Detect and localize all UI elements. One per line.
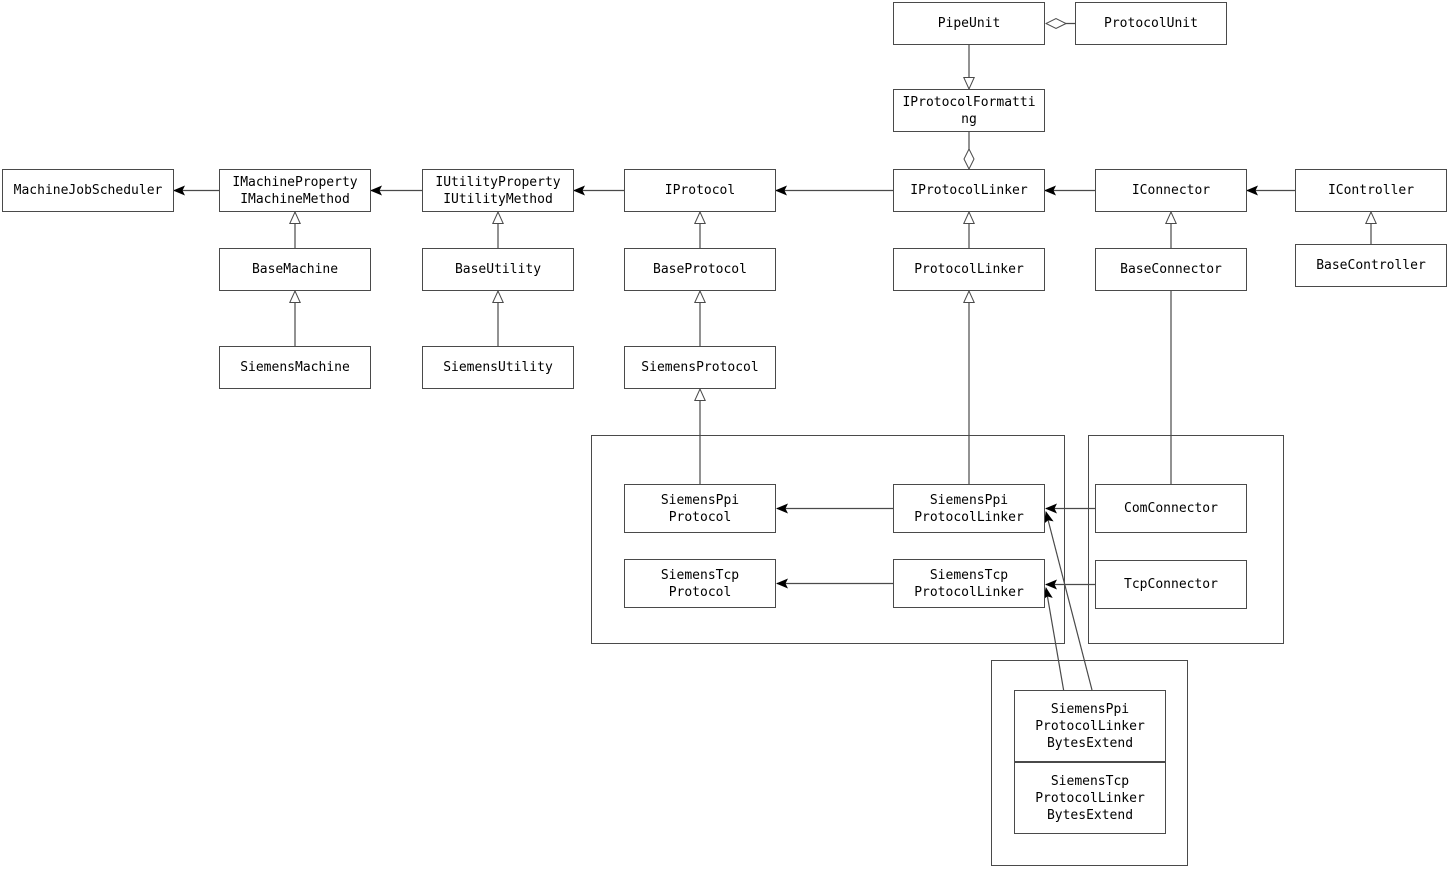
class-node-baseprotocol[interactable]: BaseProtocol [624,248,776,291]
class-node-siemenstcpprotocol[interactable]: SiemensTcp Protocol [624,559,776,608]
class-node-iprotocolformatting[interactable]: IProtocolFormatti ng [893,89,1045,132]
class-node-siemensppiprotocollinker[interactable]: SiemensPpi ProtocolLinker [893,484,1045,533]
class-node-machinejobscheduler[interactable]: MachineJobScheduler [2,169,174,212]
class-node-comconnector[interactable]: ComConnector [1095,484,1247,533]
class-node-siemensprotocol[interactable]: SiemensProtocol [624,346,776,389]
class-node-siemenstcpprotocollinkerbytesextend[interactable]: SiemensTcp ProtocolLinker BytesExtend [1014,762,1166,834]
class-node-protocolunit[interactable]: ProtocolUnit [1075,2,1227,45]
class-node-basecontroller[interactable]: BaseController [1295,244,1447,287]
class-node-siemensppiprotocol[interactable]: SiemensPpi Protocol [624,484,776,533]
class-node-baseconnector[interactable]: BaseConnector [1095,248,1247,291]
class-node-siemensutility[interactable]: SiemensUtility [422,346,574,389]
class-node-icontroller[interactable]: IController [1295,169,1447,212]
class-node-iconnector[interactable]: IConnector [1095,169,1247,212]
class-node-iprotocollinker[interactable]: IProtocolLinker [893,169,1045,212]
class-node-siemensmachine[interactable]: SiemensMachine [219,346,371,389]
group-siemens-protocols [591,435,1065,644]
class-node-siemensppiprotocollinkerbytesextend[interactable]: SiemensPpi ProtocolLinker BytesExtend [1014,690,1166,762]
class-node-protocollinker[interactable]: ProtocolLinker [893,248,1045,291]
group-connectors [1088,435,1284,644]
class-node-basemachine[interactable]: BaseMachine [219,248,371,291]
class-node-iutilityproperty[interactable]: IUtilityProperty IUtilityMethod [422,169,574,212]
class-node-baseutility[interactable]: BaseUtility [422,248,574,291]
class-node-pipeunit[interactable]: PipeUnit [893,2,1045,45]
class-node-tcpconnector[interactable]: TcpConnector [1095,560,1247,609]
class-node-siemenstcpprotocollinker[interactable]: SiemensTcp ProtocolLinker [893,559,1045,608]
class-node-iprotocol[interactable]: IProtocol [624,169,776,212]
class-node-imachineproperty[interactable]: IMachineProperty IMachineMethod [219,169,371,212]
